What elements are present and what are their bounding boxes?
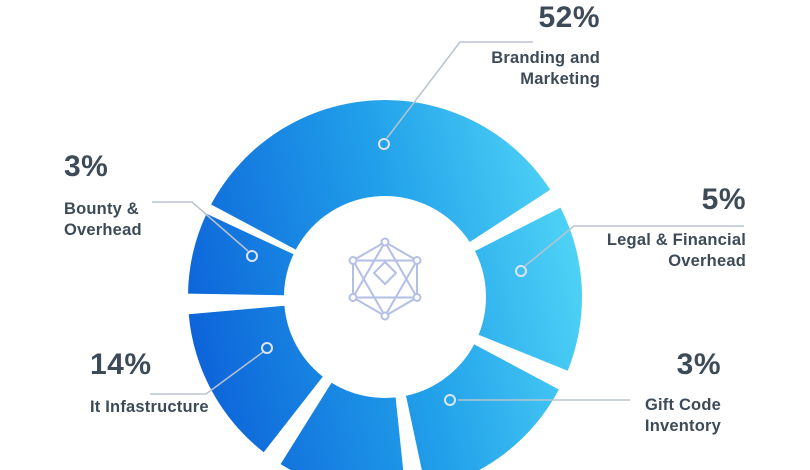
callout-line-legal [524, 225, 744, 267]
callout-line-bounty [152, 201, 249, 252]
callout-branding: 52% Branding and Marketing [491, 2, 600, 90]
callout-marker-branding [378, 138, 390, 150]
callout-gift: 3% Gift Code Inventory [645, 349, 721, 437]
callout-branding-pct: 52% [538, 1, 600, 34]
donut-segment-bounty [188, 213, 294, 296]
blockchain-network-icon [348, 237, 422, 321]
callout-bounty-label: Bounty & Overhead [64, 200, 142, 239]
callout-legal-label: Legal & Financial Overhead [606, 231, 746, 270]
donut-segment-legal [475, 207, 583, 371]
donut-segment-bottom-cropped [280, 382, 404, 470]
callout-gift-pct: 3% [676, 348, 721, 381]
callout-infra-label: It Infastructure [90, 398, 209, 416]
callout-marker-bounty [246, 250, 258, 262]
callout-legal-pct: 5% [701, 183, 746, 216]
callout-marker-legal [515, 265, 527, 277]
callout-marker-gift [444, 394, 456, 406]
donut-segment-infra [188, 305, 323, 453]
donut-segment-branding [211, 100, 551, 250]
callout-branding-label: Branding and Marketing [491, 49, 600, 88]
donut-segments [188, 100, 583, 470]
callout-infra-pct: 14% [90, 348, 152, 381]
callout-bounty: 3% Bounty & Overhead [64, 151, 142, 241]
callout-line-infra [150, 351, 264, 395]
callout-infra: 14% It Infastructure [90, 349, 209, 418]
callout-marker-infra [261, 342, 273, 354]
callout-gift-label: Gift Code Inventory [644, 396, 721, 435]
callout-leader-lines [150, 41, 744, 401]
callout-markers [246, 138, 527, 406]
donut-segment-gift [406, 344, 559, 470]
callout-legal: 5% Legal & Financial Overhead [607, 184, 746, 272]
callout-line-branding [386, 41, 533, 139]
callout-bounty-pct: 3% [64, 150, 109, 183]
